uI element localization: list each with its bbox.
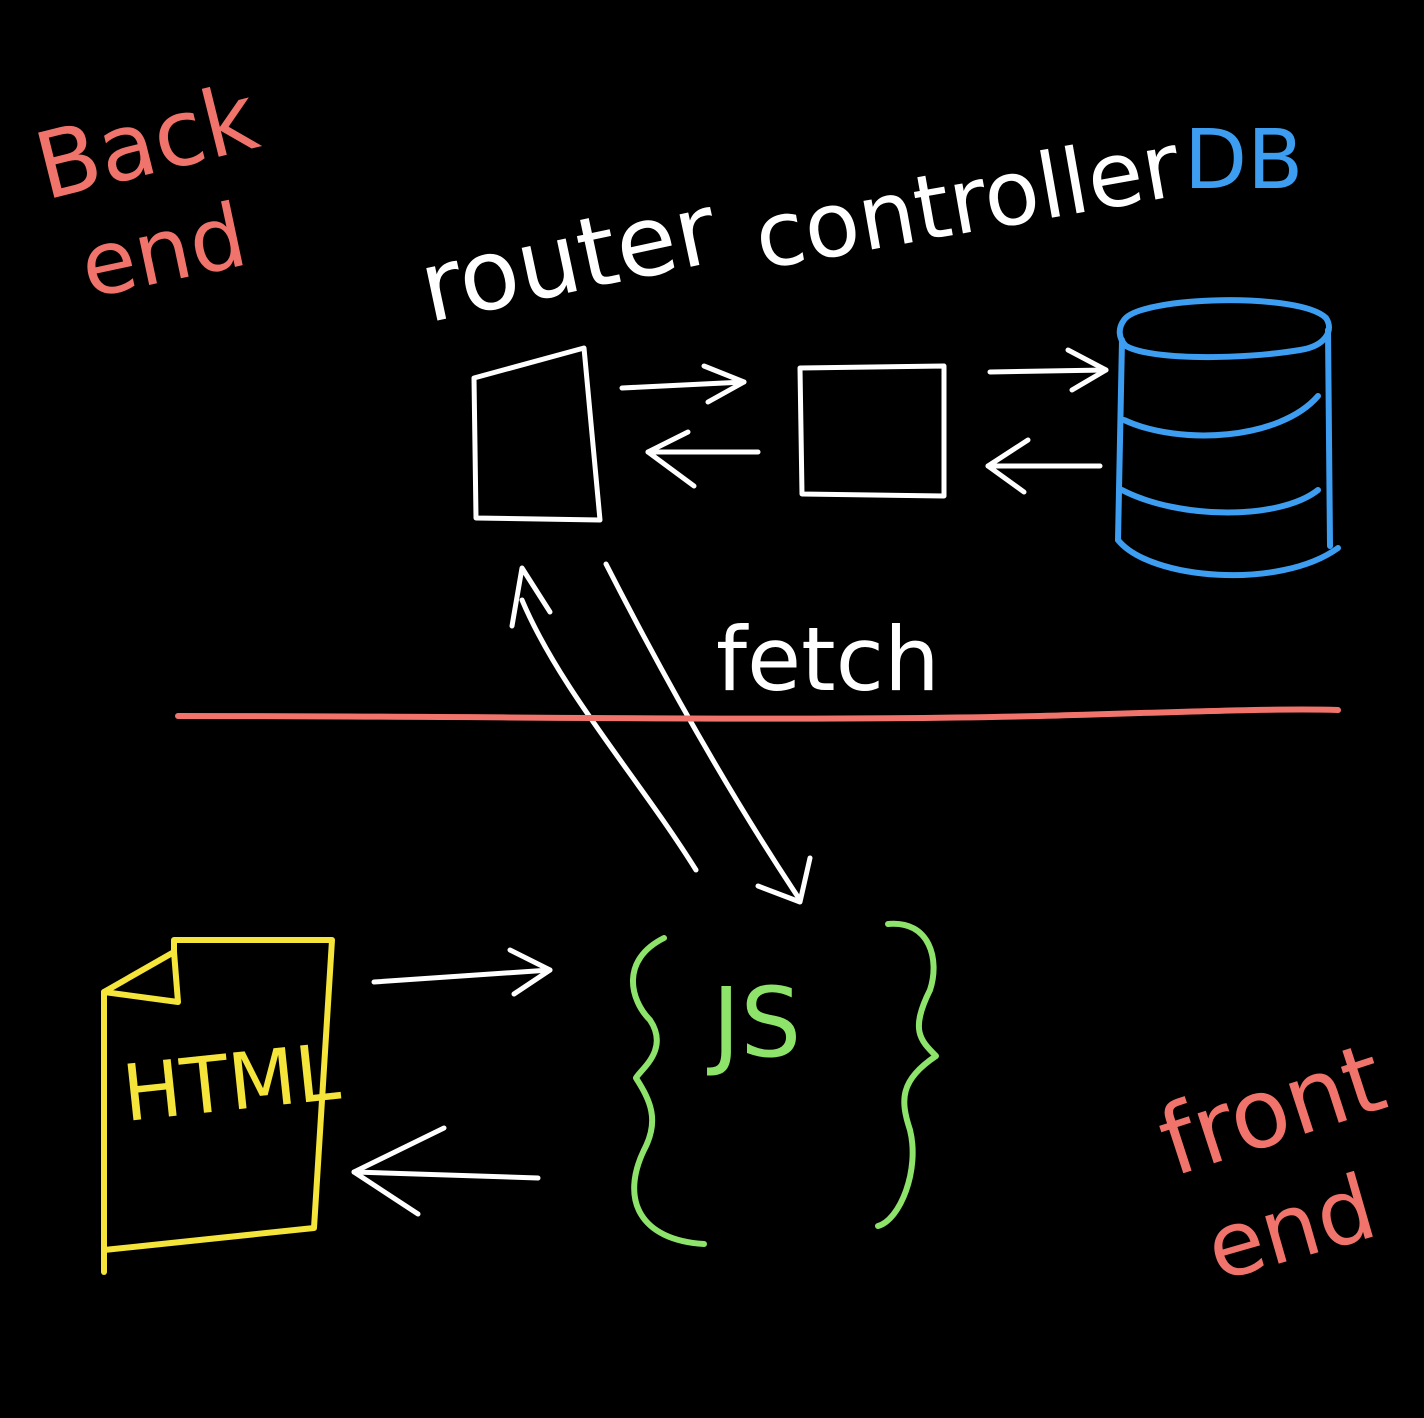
backend-frontend-divider [175,706,1341,722]
router-box-icon [471,345,603,523]
html-document-icon [101,937,335,1275]
db-label: DB [1184,113,1303,208]
controller-to-router-arrow [645,429,761,489]
router-to-controller-arrow [619,363,747,405]
frontend-label: front end [1146,1021,1398,1302]
router-label: router [410,172,727,346]
backend-label: Back end [25,63,268,318]
js-to-html-arrow [351,1125,541,1217]
html-label: HTML [118,1028,344,1140]
fetch-label: fetch [716,608,940,711]
db-to-controller-arrow [985,437,1103,495]
controller-to-db-arrow [987,347,1109,393]
controller-label: controller [747,113,1188,291]
js-label: JS [707,967,801,1079]
js-braces-icon [630,920,939,1247]
fetch-response-arrow [509,565,699,873]
html-to-js-arrow [371,947,553,997]
database-cylinder-icon [1115,297,1341,579]
controller-box-icon [797,363,947,499]
